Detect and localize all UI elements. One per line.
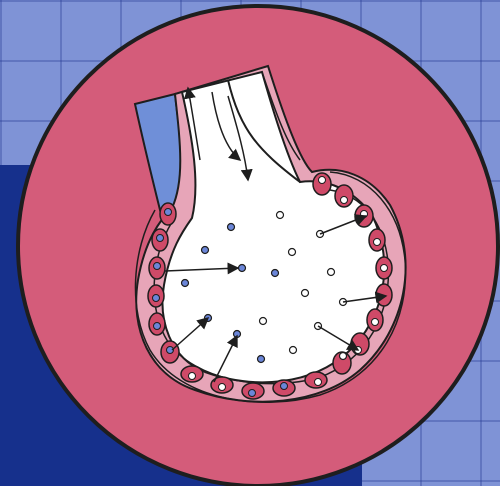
oxygen-molecule-icon xyxy=(302,290,309,297)
carbon-dioxide-molecule-icon xyxy=(258,356,265,363)
oxygen-molecule-icon xyxy=(290,347,297,354)
oxygen-molecule-icon xyxy=(277,212,284,219)
carbon-dioxide-molecule-icon xyxy=(272,270,279,277)
oxygen-molecule-icon xyxy=(340,353,347,360)
red-blood-cell-icon xyxy=(376,284,392,306)
oxygen-molecule-icon xyxy=(260,318,267,325)
carbon-dioxide-molecule-icon xyxy=(228,224,235,231)
carbon-dioxide-molecule-icon xyxy=(202,247,209,254)
oxygen-molecule-icon xyxy=(328,269,335,276)
carbon-dioxide-molecule-icon xyxy=(182,280,189,287)
carbon-dioxide-molecule-icon xyxy=(239,265,246,272)
oxygen-molecule-icon xyxy=(289,249,296,256)
